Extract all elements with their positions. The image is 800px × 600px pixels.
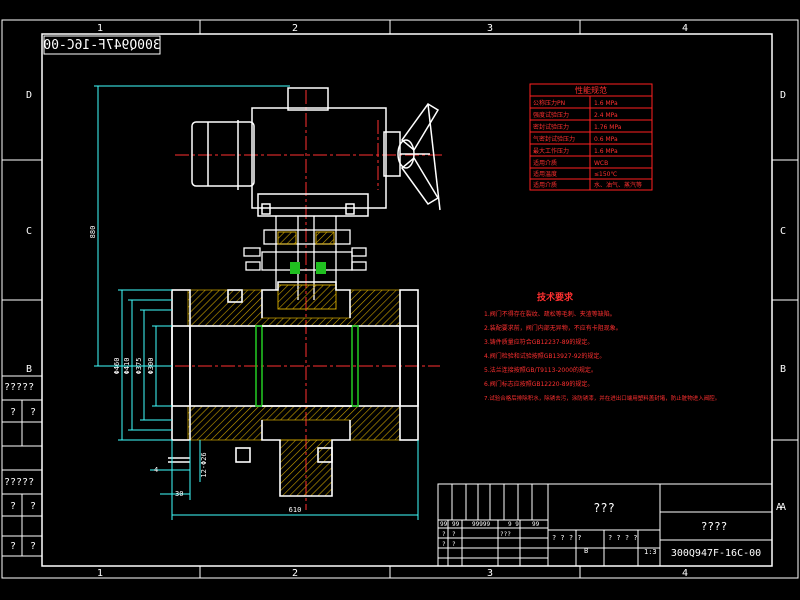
actuator bbox=[191, 87, 441, 217]
zone-row-b-left: B bbox=[26, 364, 32, 375]
spec-row-1-value: 1.6 MPa bbox=[594, 100, 618, 107]
left-label-column bbox=[1, 375, 43, 557]
zone-col-3-top: 3 bbox=[487, 23, 493, 34]
spec-row-7-label: 适用温度 bbox=[533, 170, 557, 178]
zone-col-1-bottom: 1 bbox=[97, 568, 103, 579]
tech-req-1: 1.阀门不得存在裂纹、疏松等毛刺、夹渣等缺陷。 bbox=[484, 310, 616, 318]
dim-d2: Φ410 bbox=[123, 358, 131, 375]
title-part-name: ??? bbox=[593, 501, 615, 515]
dim-d3: Φ375 bbox=[135, 358, 143, 375]
dim-length: 610 bbox=[289, 506, 302, 514]
tech-req-title: 技术要求 bbox=[537, 291, 574, 303]
tech-req-4: 4.阀门检验和试验按照GB13927-92的规定。 bbox=[484, 352, 605, 360]
zone-col-4-top: 4 bbox=[682, 23, 688, 34]
zone-row-b-right: B bbox=[780, 364, 786, 375]
tech-req-6: 6.阀门标志应按照GB12220-89的规定。 bbox=[484, 380, 593, 388]
zone-row-d-left: D bbox=[26, 90, 32, 101]
spec-row-3-value: 1.76 MPa bbox=[594, 124, 622, 131]
left-label-7: ? bbox=[10, 541, 16, 552]
tech-req-2: 2.装配要求前，阀门内部无异物，不应有卡阻现象。 bbox=[484, 324, 622, 332]
title-zone-a: A bbox=[776, 502, 782, 513]
title-sheet: B bbox=[584, 547, 588, 555]
zone-col-4-bottom: 4 bbox=[682, 568, 688, 579]
zone-col-2-top: 2 bbox=[292, 23, 298, 34]
title-mid-cell-1: ? ? ? ? bbox=[552, 534, 582, 542]
spec-row-1-label: 公称压力PN bbox=[533, 99, 565, 107]
spec-row-8-label: 适用介质 bbox=[533, 181, 557, 189]
zone-ticks bbox=[2, 20, 798, 578]
title-cell-4: ? bbox=[442, 541, 446, 548]
spec-row-2-value: 2.4 MPa bbox=[594, 112, 618, 119]
spec-row-4-value: 0.6 MPa bbox=[594, 136, 618, 143]
stem-hatching bbox=[277, 231, 335, 274]
title-block-frame bbox=[437, 483, 773, 567]
dim-d1: Φ460 bbox=[113, 358, 121, 375]
left-label-6: ? bbox=[30, 501, 36, 512]
spec-row-3-label: 密封试验压力 bbox=[533, 123, 569, 131]
spec-table-title: 性能规范 bbox=[575, 85, 607, 95]
title-small-4: 9 9 bbox=[508, 521, 519, 528]
left-label-5: ? bbox=[10, 501, 16, 512]
valve-body-outline bbox=[168, 281, 419, 497]
dim-bolt: 12-Φ26 bbox=[200, 452, 208, 477]
dim-offset: 30 bbox=[175, 490, 183, 498]
tech-req-7: 7.试验合格后排除积水，除锈去污，涂防锈漆，并在进出口端用塑料盖封堵，防止脏物进… bbox=[484, 394, 720, 402]
spec-row-6-value: WCB bbox=[594, 160, 608, 167]
zone-row-a-right: A bbox=[780, 502, 786, 513]
spec-row-2-label: 强度试验压力 bbox=[533, 111, 569, 119]
left-label-1: ????? bbox=[4, 382, 34, 393]
drawing-number-mirrored: 300Q947F-16C-00 bbox=[43, 38, 160, 53]
spec-row-5-value: 1.6 MPa bbox=[594, 148, 618, 155]
dim-d4: Φ300 bbox=[147, 358, 155, 375]
spec-row-8-value: 水、油气、蒸汽等 bbox=[594, 181, 642, 189]
title-drawing-number: 300Q947F-16C-00 bbox=[671, 548, 761, 559]
spec-row-5-label: 最大工作压力 bbox=[533, 147, 569, 155]
left-label-8: ? bbox=[30, 541, 36, 552]
title-cell-1: ? bbox=[442, 531, 446, 538]
spec-table bbox=[529, 83, 653, 191]
title-cell-3: ??? bbox=[500, 531, 511, 538]
zone-row-c-left: C bbox=[26, 226, 32, 237]
zone-col-2-bottom: 2 bbox=[292, 568, 298, 579]
title-mid-cell-3: ? ? ? ? bbox=[608, 534, 638, 542]
tech-req-3: 3.铸件质量应符合GB12237-89的规定。 bbox=[484, 338, 593, 346]
title-cell-5: ? bbox=[452, 541, 456, 548]
valve-body-hatch bbox=[187, 284, 401, 497]
spec-row-6-label: 适用介质 bbox=[533, 159, 557, 167]
zone-row-c-right: C bbox=[780, 226, 786, 237]
title-cell-2: ? bbox=[452, 531, 456, 538]
title-company: ???? bbox=[701, 520, 728, 533]
title-scale: 1:3 bbox=[644, 548, 657, 556]
zone-col-3-bottom: 3 bbox=[487, 568, 493, 579]
left-label-4: ????? bbox=[4, 477, 34, 488]
left-label-2: ? bbox=[10, 407, 16, 418]
title-small-3: 99999 bbox=[472, 521, 490, 528]
title-small-2: 99 bbox=[452, 521, 460, 528]
title-small-1: 99 bbox=[440, 521, 448, 528]
tech-req-5: 5.法兰连接按照GB/T9113-2000的规定。 bbox=[484, 366, 597, 374]
outer-border bbox=[1, 19, 799, 579]
mirrored-number-box bbox=[43, 35, 161, 55]
left-label-3: ? bbox=[30, 407, 36, 418]
zone-row-d-right: D bbox=[780, 90, 786, 101]
spec-row-7-value: ≤150℃ bbox=[594, 171, 617, 178]
spec-row-4-label: 气密封试验压力 bbox=[533, 135, 575, 143]
dimension-lines bbox=[94, 85, 419, 520]
zone-col-1-top: 1 bbox=[97, 23, 103, 34]
dim-flange-t: 4 bbox=[154, 466, 158, 474]
dim-overall-height: 880 bbox=[89, 226, 97, 239]
title-small-5: 99 bbox=[532, 521, 540, 528]
